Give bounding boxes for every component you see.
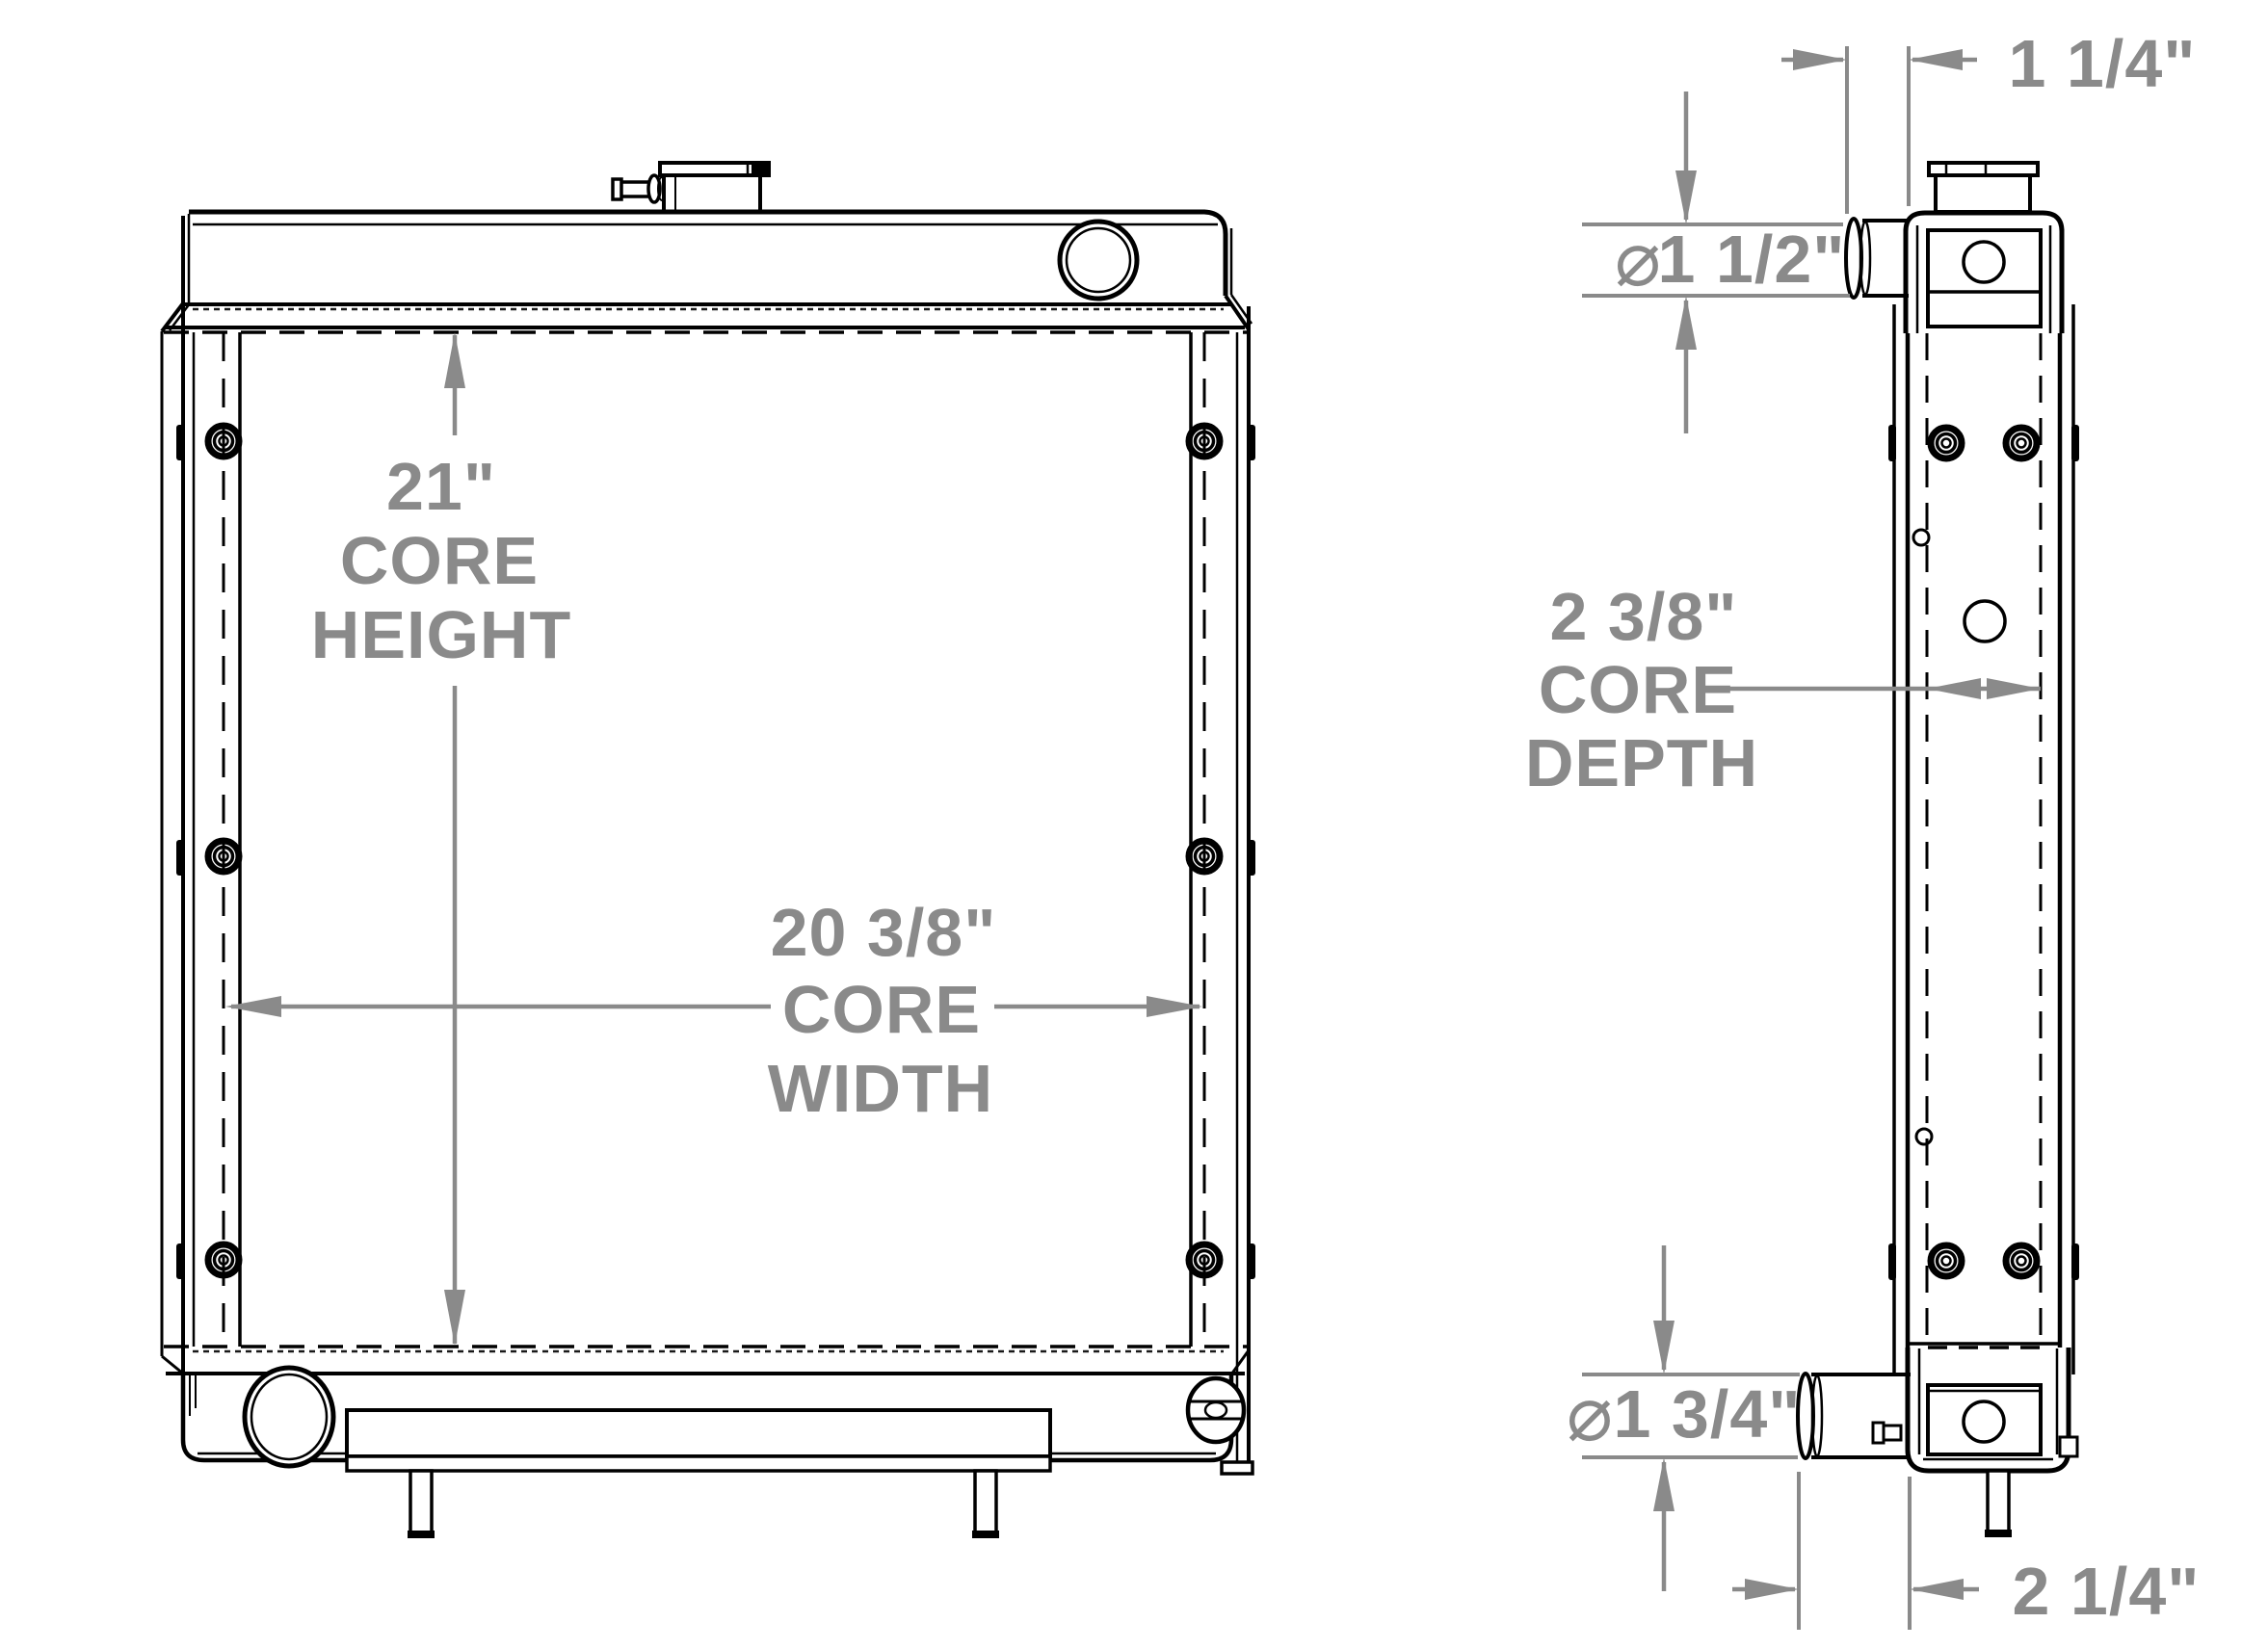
core-width-value: 20 3/8" bbox=[770, 895, 997, 970]
core-depth-word-depth: DEPTH bbox=[1524, 725, 1759, 800]
outlet-diameter-dimension bbox=[1582, 1245, 1800, 1591]
core-width-word-width: WIDTH bbox=[767, 1051, 994, 1126]
core-depth-word-core: CORE bbox=[1538, 652, 1738, 727]
outlet-opening bbox=[242, 1365, 336, 1469]
bolt bbox=[204, 837, 243, 876]
diameter-symbol: ⌀ bbox=[1566, 1369, 1614, 1458]
bolt bbox=[1927, 1242, 1965, 1280]
front-dimensions bbox=[225, 332, 1202, 1346]
core-height-word-core: CORE bbox=[339, 523, 540, 598]
side-core-body bbox=[1888, 304, 2079, 1374]
side-dimensions bbox=[1582, 46, 2041, 1630]
bolt bbox=[1185, 1241, 1224, 1279]
side-top-tank bbox=[1903, 210, 2065, 333]
mounting-bar bbox=[345, 1408, 1052, 1538]
core-height-word-height: HEIGHT bbox=[310, 597, 572, 672]
petcock-fitting bbox=[1871, 1421, 1903, 1445]
bolt bbox=[1185, 422, 1224, 460]
side-filler-cap bbox=[1927, 161, 2040, 214]
filler-cap bbox=[611, 161, 771, 214]
core-height-dimension bbox=[444, 332, 465, 1346]
top-stickout-dimension bbox=[1781, 46, 1977, 214]
mounting-leg bbox=[973, 1469, 998, 1534]
bolt bbox=[2002, 424, 2041, 462]
front-core-frame bbox=[160, 306, 1255, 1476]
bolt bbox=[204, 1241, 243, 1279]
core-depth-value: 2 3/8" bbox=[1549, 579, 1738, 654]
top-stickout-value: 1 1/4" bbox=[2008, 26, 2197, 101]
core-width-dimension bbox=[225, 996, 1202, 1017]
mounting-leg bbox=[409, 1469, 434, 1534]
front-top-tank bbox=[160, 209, 1253, 334]
pin-hole bbox=[1914, 1127, 1934, 1146]
side-hole bbox=[1963, 599, 2007, 643]
front-view bbox=[160, 161, 1255, 1538]
drain-plug bbox=[1185, 1375, 1247, 1445]
frame-bolts bbox=[204, 422, 1224, 1279]
side-bottom-tank bbox=[1871, 1346, 2079, 1537]
outlet-diameter-value: 1 3/4" bbox=[1613, 1376, 1802, 1452]
bolt bbox=[204, 422, 243, 460]
pin-hole bbox=[1912, 528, 1931, 547]
diameter-symbol: ⌀ bbox=[1614, 214, 1662, 303]
front-bottom-tank bbox=[161, 1345, 1251, 1538]
bottom-stickout-dimension bbox=[1732, 1472, 1979, 1630]
bottom-stickout-value: 2 1/4" bbox=[2012, 1554, 2201, 1629]
bolt bbox=[1185, 837, 1224, 876]
inlet-tube bbox=[1844, 217, 1909, 300]
inlet-diameter-value: 1 1/2" bbox=[1657, 222, 1846, 297]
outlet-tube bbox=[1796, 1372, 1911, 1460]
bolt bbox=[2002, 1242, 2041, 1280]
side-mount-tabs bbox=[176, 425, 1255, 1279]
core-depth-dimension bbox=[1727, 678, 2041, 699]
inlet-opening bbox=[1057, 219, 1140, 301]
inlet-diameter-dimension bbox=[1582, 92, 1850, 433]
core-width-word-core: CORE bbox=[781, 972, 982, 1047]
side-view bbox=[1582, 46, 2079, 1630]
core-height-value: 21" bbox=[385, 449, 497, 524]
bolt bbox=[1927, 424, 1965, 462]
drain-pin bbox=[1985, 1469, 2012, 1537]
